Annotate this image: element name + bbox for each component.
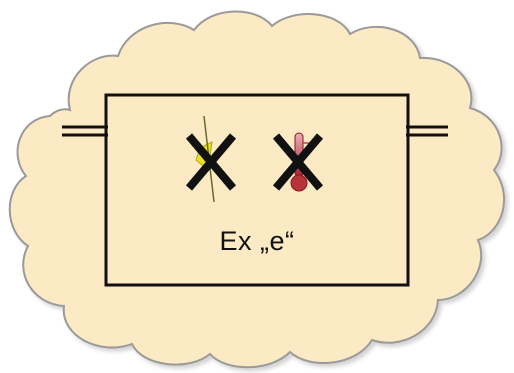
marking-label: Ex „e“ <box>219 226 295 256</box>
left-terminal-lines <box>62 125 108 137</box>
crossed-spark-symbol <box>185 115 237 203</box>
enclosure-box <box>104 93 410 287</box>
cross-mark-icon <box>185 133 237 191</box>
hazardous-atmosphere-cloud <box>8 10 505 369</box>
crossed-thermometer-symbol <box>272 132 324 192</box>
right-terminal-lines <box>406 125 448 137</box>
cross-mark-icon <box>272 133 324 191</box>
